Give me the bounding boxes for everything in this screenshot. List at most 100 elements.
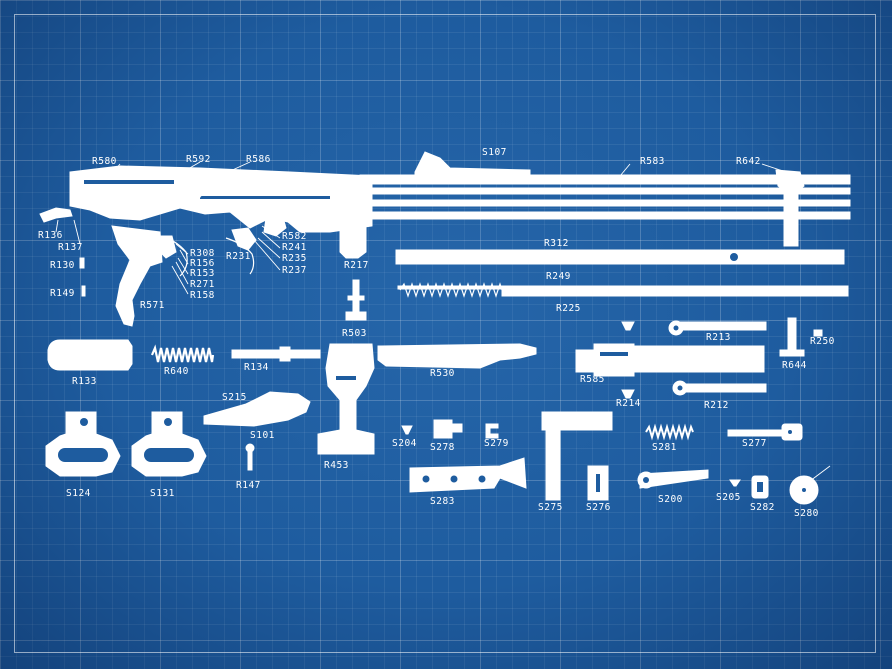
disc-s280 — [789, 475, 819, 505]
label-r153: R153 — [190, 268, 215, 279]
label-s205: S205 — [716, 492, 741, 503]
barrel-bottom — [359, 211, 851, 220]
label-r250: R250 — [810, 336, 835, 347]
bracket-s131 — [131, 411, 207, 477]
label-r583: R583 — [640, 156, 665, 167]
bolt-r644 — [779, 317, 805, 357]
label-r582: R582 — [282, 231, 307, 242]
label-r580: R580 — [92, 156, 117, 167]
nut-top — [621, 321, 635, 331]
pin-s277 — [727, 423, 803, 441]
pin-r130 — [79, 257, 85, 269]
label-r249: R249 — [546, 271, 571, 282]
bracket-s124 — [45, 411, 121, 477]
rear-sight — [414, 151, 531, 179]
label-s281: S281 — [652, 442, 677, 453]
lever-s275 — [541, 411, 613, 501]
label-r642: R642 — [736, 156, 761, 167]
label-s283: S283 — [430, 496, 455, 507]
label-r271: R271 — [190, 279, 215, 290]
label-s200: S200 — [658, 494, 683, 505]
label-r213: R213 — [706, 332, 731, 343]
label-r217: R217 — [344, 260, 369, 271]
label-r137: R137 — [58, 242, 83, 253]
label-r235: R235 — [282, 253, 307, 264]
screw-s205 — [729, 479, 741, 487]
spring-s281 — [645, 423, 694, 441]
label-r212: R212 — [704, 400, 729, 411]
label-s275: S275 — [538, 502, 563, 513]
label-r312: R312 — [544, 238, 569, 249]
buffer-tube — [47, 339, 133, 371]
recoil-spring-rod — [397, 282, 849, 298]
spring-b — [225, 237, 255, 275]
label-r503: R503 — [342, 328, 367, 339]
label-s101: S101 — [250, 430, 275, 441]
front-band — [775, 169, 805, 247]
barrel-lower — [359, 199, 851, 207]
label-r156: R156 — [190, 258, 215, 269]
gas-cylinder — [575, 343, 765, 377]
label-s124: S124 — [66, 488, 91, 499]
clip-r250 — [813, 329, 823, 337]
washer-s282 — [751, 475, 769, 499]
part-labels: R580 R592 R586 S107 R583 R642 R136 R137 … — [38, 147, 835, 519]
label-s282: S282 — [750, 502, 775, 513]
screw-s204 — [401, 425, 413, 435]
link-s200 — [637, 469, 709, 489]
block-s278 — [433, 419, 463, 439]
label-s278: S278 — [430, 442, 455, 453]
cocking-lever — [39, 207, 73, 223]
label-r571: R571 — [140, 300, 165, 311]
firing-pin — [345, 279, 367, 321]
plate-s283 — [409, 457, 527, 493]
buffer-pin — [231, 346, 321, 362]
label-s215: S215 — [222, 392, 247, 403]
rod-r312 — [395, 249, 845, 265]
label-r592: R592 — [186, 154, 211, 165]
receiver-slot-2 — [200, 196, 330, 199]
label-r308: R308 — [190, 248, 215, 259]
receiver-assembly — [39, 151, 851, 327]
sear-housing — [203, 391, 311, 427]
label-r640: R640 — [164, 366, 189, 377]
label-s276: S276 — [586, 502, 611, 513]
label-r586: R586 — [246, 154, 271, 165]
trigger-guard — [111, 225, 163, 327]
label-r241: R241 — [282, 242, 307, 253]
label-r530: R530 — [430, 368, 455, 379]
label-r214: R214 — [616, 398, 641, 409]
label-r644: R644 — [782, 360, 807, 371]
label-s204: S204 — [392, 438, 417, 449]
label-r225: R225 — [556, 303, 581, 314]
label-s279: S279 — [484, 438, 509, 449]
label-r231: R231 — [226, 251, 251, 262]
label-r147: R147 — [236, 480, 261, 491]
leader-lines — [55, 161, 831, 485]
clip-s279 — [485, 423, 499, 439]
pin-r147 — [245, 443, 255, 471]
hammer — [231, 227, 257, 251]
label-s131: S131 — [150, 488, 175, 499]
label-r134: R134 — [244, 362, 269, 373]
bolt-carrier — [317, 343, 375, 455]
receiver-slot — [84, 180, 174, 184]
label-r149: R149 — [50, 288, 75, 299]
magazine-well — [339, 225, 367, 259]
label-r136: R136 — [38, 230, 63, 241]
label-s277: S277 — [742, 438, 767, 449]
sear — [157, 235, 177, 259]
label-r158: R158 — [190, 290, 215, 301]
nut-r214 — [621, 389, 635, 399]
spring-clip-s276 — [587, 465, 609, 501]
link-r213 — [668, 320, 767, 336]
link-r212 — [672, 380, 767, 396]
label-r133: R133 — [72, 376, 97, 387]
label-s280: S280 — [794, 508, 819, 519]
label-r130: R130 — [50, 260, 75, 271]
label-r453: R453 — [324, 460, 349, 471]
slide — [377, 343, 537, 369]
label-s107: S107 — [482, 147, 507, 158]
